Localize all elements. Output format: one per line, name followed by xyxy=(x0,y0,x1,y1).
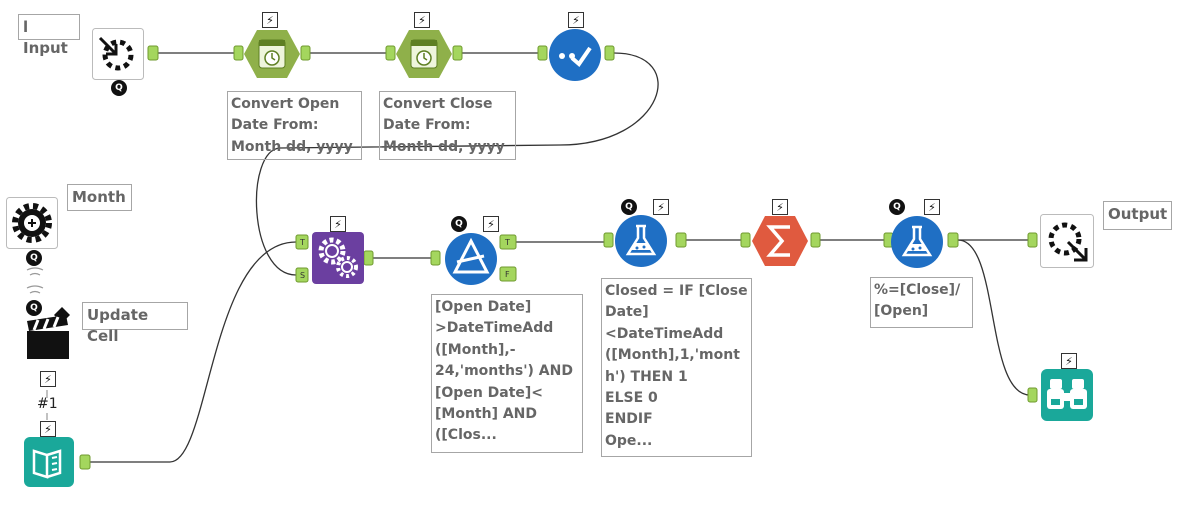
anchor-output xyxy=(452,45,463,61)
text-input-icon xyxy=(24,437,74,487)
bolt-badge: ⚡ xyxy=(414,12,430,28)
label-month[interactable]: Month xyxy=(67,184,132,211)
bolt-badge: ⚡ xyxy=(772,199,788,215)
datetime-icon xyxy=(396,30,452,78)
label-input[interactable]: l Input xyxy=(18,14,80,57)
anchor-input xyxy=(537,45,548,61)
bolt-badge: ⚡ xyxy=(40,371,56,387)
bolt-badge: ⚡ xyxy=(262,12,278,28)
browse-icon xyxy=(1041,369,1093,421)
select-icon xyxy=(549,29,601,81)
wire-textinput-to-append-target xyxy=(90,241,297,463)
wireless-arc xyxy=(29,272,41,276)
anchor-output xyxy=(947,232,959,248)
bolt-badge: ⚡ xyxy=(40,421,56,437)
annotation-formula-percent: %=[Close]/ [Open] xyxy=(870,277,973,328)
filter-tool[interactable] xyxy=(444,232,498,286)
anchor-input xyxy=(1027,232,1038,248)
wireless-arc xyxy=(29,290,41,294)
bolt-badge: ⚡ xyxy=(483,216,499,232)
anchor-output xyxy=(604,45,615,61)
datetime-tool-open[interactable] xyxy=(243,29,301,79)
append-fields-icon xyxy=(312,232,364,284)
anchor-output xyxy=(300,45,311,61)
annotation-filter: [Open Date] >DateTimeAdd ([Month],- 24,'… xyxy=(431,294,583,453)
anchor-filter-true xyxy=(499,234,517,250)
bolt-badge: ⚡ xyxy=(1061,353,1077,369)
clapper-icon xyxy=(27,307,70,359)
anchor-output xyxy=(79,454,91,470)
anchor-label: F xyxy=(505,270,510,279)
macro-output-icon xyxy=(1040,214,1094,268)
question-gear-icon xyxy=(6,197,58,249)
macro-input-tool[interactable] xyxy=(92,28,144,80)
text-input-tool[interactable] xyxy=(24,437,74,487)
anchor-append-target xyxy=(295,234,309,250)
append-fields-tool[interactable] xyxy=(312,232,364,284)
datetime-tool-close[interactable] xyxy=(395,29,453,79)
browse-tool[interactable] xyxy=(1041,369,1093,421)
anchor-input xyxy=(603,232,614,248)
summarize-icon xyxy=(752,216,808,266)
anchor-output xyxy=(810,232,821,248)
filter-icon xyxy=(445,233,497,285)
question-badge: Q xyxy=(621,199,637,215)
bolt-badge: ⚡ xyxy=(330,216,346,232)
select-tool[interactable] xyxy=(548,28,602,82)
summarize-tool[interactable] xyxy=(751,215,809,267)
action-tool-update-cell[interactable] xyxy=(24,305,72,361)
annotation-formula-closed: Closed = IF [Close Date] <DateTimeAdd ([… xyxy=(601,278,752,457)
formula-tool-percent[interactable] xyxy=(890,215,944,269)
wireless-arc xyxy=(26,285,44,289)
question-badge: Q xyxy=(26,300,42,316)
wire-select-to-append-source xyxy=(255,52,659,276)
anchor-output xyxy=(147,45,159,61)
anchor-input xyxy=(1027,387,1038,403)
anchor-input xyxy=(385,45,396,61)
label-output[interactable]: Output xyxy=(1103,201,1172,230)
anchor-input xyxy=(430,250,441,266)
datetime-icon xyxy=(244,30,300,78)
question-number-label: #1 xyxy=(37,396,58,412)
bolt-badge: ⚡ xyxy=(924,199,940,215)
anchor-label: T xyxy=(299,238,305,247)
question-badge: Q xyxy=(889,199,905,215)
question-tool-month[interactable] xyxy=(6,197,58,249)
anchor-output xyxy=(675,232,687,248)
anchor-input xyxy=(233,45,244,61)
formula-tool-closed[interactable] xyxy=(614,214,668,268)
anchor-output xyxy=(363,250,374,266)
question-badge: Q xyxy=(451,216,467,232)
anchor-filter-false xyxy=(499,266,517,282)
bolt-badge: ⚡ xyxy=(653,199,669,215)
label-update-cell[interactable]: Update Cell xyxy=(82,302,188,345)
formula-icon xyxy=(891,216,943,268)
bolt-badge: ⚡ xyxy=(568,12,584,28)
formula-icon xyxy=(615,215,667,267)
macro-input-icon xyxy=(92,28,144,80)
wire-formula2-to-browse xyxy=(957,239,1031,396)
annotation-convert-close: Convert Close Date From: Month dd, yyyy xyxy=(379,91,516,160)
wireless-arc xyxy=(26,267,44,271)
annotation-convert-open: Convert Open Date From: Month dd, yyyy xyxy=(227,91,362,160)
question-badge: Q xyxy=(26,250,42,266)
anchor-label: S xyxy=(300,271,305,280)
anchor-label: T xyxy=(504,238,510,247)
anchor-input xyxy=(740,232,751,248)
question-badge: Q xyxy=(111,80,127,96)
anchor-append-source xyxy=(295,267,309,283)
macro-output-tool[interactable] xyxy=(1040,214,1094,268)
